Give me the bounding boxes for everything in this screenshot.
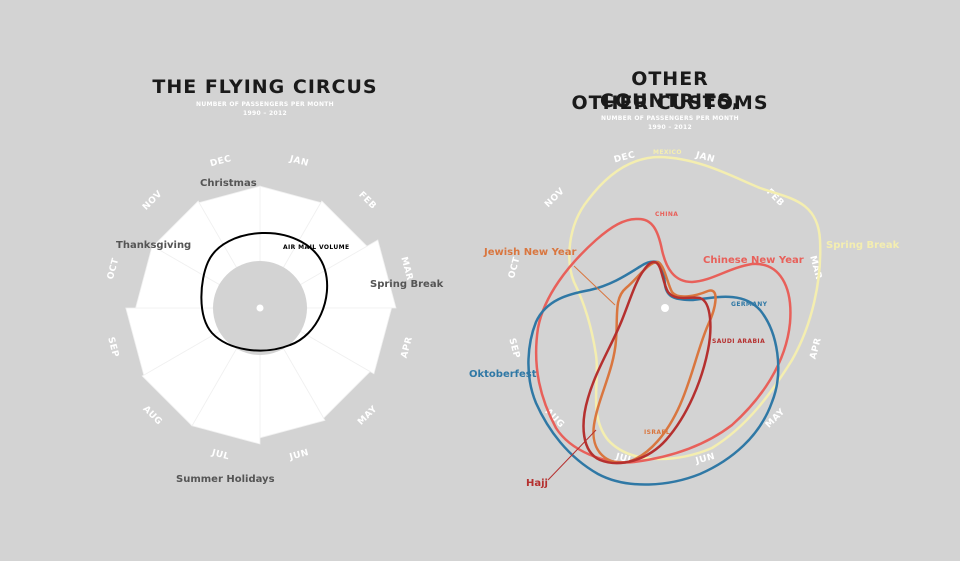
right-month-apr: APR (809, 337, 824, 361)
left-month-jul: JUL (210, 448, 231, 463)
hajj-label: Hajj (526, 478, 548, 489)
right-chart-title-line2: OTHER CUSTOMS (571, 92, 769, 114)
right-month-sep: SEP (506, 337, 521, 360)
left-chart-subtitle: NUMBER OF PASSENGERS PER MONTH (196, 101, 334, 108)
israel-label: ISRAEL (644, 429, 670, 436)
left-month-sep: SEP (105, 336, 120, 359)
germany-label: GERMANY (731, 301, 768, 308)
summer-holidays-label: Summer Holidays (176, 474, 275, 485)
right-month-nov: NOV (543, 186, 567, 210)
left-month-nov: NOV (141, 189, 165, 213)
air-mail-volume-label: AIR MAIL VOLUME (283, 244, 350, 251)
right-center-dot (661, 304, 669, 312)
jewish-new-year-label: Jewish New Year (483, 247, 576, 258)
left-chart-title: THE FLYING CIRCUS (152, 76, 378, 98)
mexico-label: MEXICO (653, 149, 682, 156)
saudi-arabia-line (582, 260, 712, 465)
air-mail-volume-line (200, 231, 329, 352)
jewish-new-year-leader (573, 265, 616, 306)
china-label: CHINA (655, 211, 678, 218)
china-line (534, 217, 792, 464)
oktoberfest-label: Oktoberfest (469, 369, 537, 380)
left-spring-break-label: Spring Break (370, 279, 444, 290)
left-month-feb: FEB (356, 190, 378, 212)
mexico-line (568, 155, 822, 461)
hajj-leader (547, 429, 597, 481)
left-month-jun: JUN (288, 448, 311, 463)
left-month-oct: OCT (106, 257, 121, 281)
chinese-new-year-label: Chinese New Year (703, 255, 804, 266)
left-month-dec: DEC (209, 154, 233, 169)
left-month-may: MAY (356, 404, 379, 427)
right-chart-subtitle: NUMBER OF PASSENGERS PER MONTH (601, 115, 739, 122)
right-spring-break-label: Spring Break (826, 240, 900, 251)
right-chart-title-line1: OTHER COUNTRIES, (600, 68, 740, 112)
germany-line (527, 260, 780, 486)
saudi-arabia-label: SAUDI ARABIA (712, 338, 765, 345)
left-month-apr: APR (400, 336, 415, 360)
left-month-aug: AUG (141, 404, 164, 427)
right-chart-years: 1990 – 2012 (648, 124, 692, 131)
left-month-jan: JAN (288, 154, 310, 169)
thanksgiving-label: Thanksgiving (116, 240, 191, 251)
left-month-mar: MAR (398, 256, 414, 282)
christmas-label: Christmas (200, 178, 257, 189)
left-chart-years: 1990 – 2012 (243, 110, 287, 117)
right-month-oct: OCT (507, 256, 522, 280)
left-center-dot (256, 304, 264, 312)
israel-line (592, 260, 717, 464)
